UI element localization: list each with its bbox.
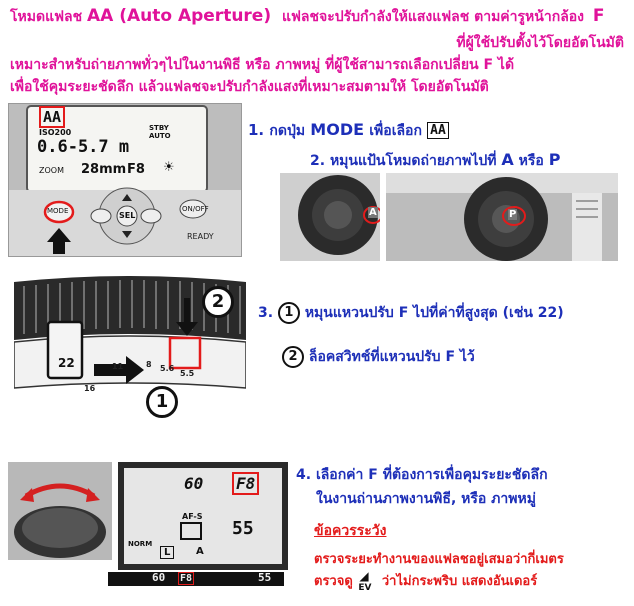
step-3: 3. 1 หมุนแหวนปรับ F ไปที่ค่าที่สูงสุด (เ… [258, 302, 564, 324]
onoff-button[interactable]: ON/OFF [182, 205, 209, 213]
lcd-norm: NORM [128, 540, 153, 548]
mode-dial-p-illustration [386, 173, 618, 261]
lcd-f-value: F8 [232, 472, 260, 495]
caution-line-2: ตรวจดู ◢ EV ว่าไม่กระพริบ แสดงอันเดอร์ [314, 568, 538, 593]
step-4-line-1: เลือกค่า F ที่ต้องการเพื่อคุมระยะชัดลึก [315, 467, 548, 483]
intro-line-1: โหมดแฟลช AA (Auto Aperture) แฟลชจะปรับกำ… [10, 6, 605, 28]
caution-title: ข้อควรระวัง [314, 523, 387, 539]
step-3b-circle: 2 [282, 346, 304, 368]
lens-aperture-value: 22 [58, 356, 75, 370]
lens-scale-5-6: 5.6 [160, 364, 175, 373]
dial-a-label: A [368, 207, 378, 218]
step-2-a: A [501, 150, 514, 169]
viewfinder-strip: 60 F8 55 [108, 572, 284, 586]
step-2: 2. หมุนแป้นโหมดถ่ายภาพไปที่ A หรือ P [310, 150, 560, 172]
step-1-text: กดปุ่ม [269, 123, 306, 139]
lcd-mode: AA [39, 106, 66, 128]
intro-f: F [592, 6, 605, 26]
camera-lcd-panel: 60 F8 AF-S 55 NORM L A [118, 462, 288, 570]
lcd-range: 0.6-5.7 m [37, 137, 130, 157]
intro-mode-name: AA (Auto Aperture) [86, 6, 272, 26]
intro-prefix: โหมดแฟลช [10, 9, 83, 25]
step-1: 1. กดปุ่ม MODE เพื่อเลือก AA [248, 120, 449, 142]
sun-icon: ☀ [163, 160, 175, 175]
focus-area-icon [180, 522, 202, 540]
mode-button[interactable]: MODE [47, 207, 69, 215]
step-2-p: P [548, 150, 561, 169]
step-3b: 2 ล็อคสวิทช์ที่แหวนปรับ F ไว้ [282, 346, 475, 368]
caution-line-2-pre: ตรวจดู [314, 574, 353, 589]
lcd-frames: 55 [232, 518, 254, 539]
step-1-aa-box: AA [427, 122, 449, 139]
sel-button[interactable]: SEL [119, 211, 136, 220]
lcd-iso: ISO200 [39, 128, 72, 137]
flash-unit-illustration [9, 104, 241, 256]
step-3-text: หมุนแหวนปรับ F ไปที่ค่าที่สูงสุด (เช่น 2… [304, 305, 564, 321]
mode-dial-p-photo: P [386, 173, 618, 261]
lcd-standby: STBY AUTO [149, 124, 171, 140]
lcd-zoom-label: ZOOM [39, 166, 64, 175]
lens-scale-11: 11 [112, 362, 124, 371]
vf-frames: 55 [258, 572, 272, 584]
lens-aperture-ring-photo: 22 16 11 8 5.6 5.5 2 1 [14, 276, 246, 426]
intro-rest: แฟลชจะปรับกำลังให้แสงแฟลช ตามค่ารูหน้ากล… [281, 9, 585, 25]
step-2-text: หมุนแป้นโหมดถ่ายภาพไปที่ [329, 153, 497, 169]
callout-2: 2 [202, 286, 234, 318]
ready-label: READY [187, 232, 214, 241]
lcd-af-mode: AF-S [182, 512, 203, 521]
step-1-number: 1. [248, 121, 265, 139]
step-3b-text: ล็อคสวิทช์ที่แหวนปรับ F ไว้ [308, 349, 475, 365]
ev-label: EV [358, 582, 372, 593]
command-dial-photo [8, 462, 112, 560]
ev-indicator-icon: ◢ EV [358, 568, 372, 593]
lcd-zoom-value: 28mm [81, 162, 127, 177]
mode-dial-a-photo: A [280, 173, 380, 261]
mode-dial-a-illustration [280, 173, 380, 261]
vf-aperture: F8 [178, 572, 195, 585]
step-4-number: 4. [296, 467, 312, 483]
callout-1: 1 [146, 386, 178, 418]
lcd-image-size: L [160, 546, 175, 559]
flash-unit-photo: AA ISO200 0.6-5.7 m STBY AUTO ZOOM 28mm … [8, 103, 242, 257]
step-4-line-2: ในงานถ่านภาพงานพิธี, หรือ ภาพหมู่ [316, 491, 536, 507]
caution-line-1: ตรวจระยะทำงานของแฟลชอยู่เสมอว่ากี่เมตร [314, 552, 564, 567]
intro-line-2: ที่ผู้ใช้ปรับตั้งไว้โดยอัตโนมัติ [456, 35, 624, 51]
vf-shutter: 60 [152, 572, 166, 584]
step-3-circle: 1 [277, 302, 300, 324]
step-2-or: หรือ [518, 153, 544, 169]
dial-p-label: P [508, 209, 518, 220]
step-4: 4. เลือกค่า F ที่ต้องการเพื่อคุมระยะชัดล… [296, 464, 548, 486]
lcd-mode-aa: AA [39, 106, 66, 128]
step-2-number: 2. [310, 153, 326, 169]
lens-scale-16: 16 [84, 384, 96, 393]
step-1-text2: เพื่อเลือก [369, 123, 422, 139]
step-3-number: 3. [258, 305, 274, 321]
lens-scale-5-5: 5.5 [180, 369, 195, 378]
command-dial-illustration [8, 462, 112, 560]
step-1-mode: MODE [310, 120, 365, 139]
lcd-quality: A [196, 546, 204, 557]
intro-line-3: เหมาะสำหรับถ่ายภาพทั่วๆไปในงานพิธี หรือ … [10, 57, 515, 73]
lcd-aperture: F8 [127, 162, 145, 177]
lcd-shutter: 60 [184, 474, 204, 493]
intro-line-4: เพื่อใช้คุมระยะชัดลึก แล้วแฟลชจะปรับกำลั… [10, 79, 489, 95]
caution-line-2-post: ว่าไม่กระพริบ แสดงอันเดอร์ [381, 574, 538, 589]
lens-scale-8: 8 [146, 360, 152, 369]
